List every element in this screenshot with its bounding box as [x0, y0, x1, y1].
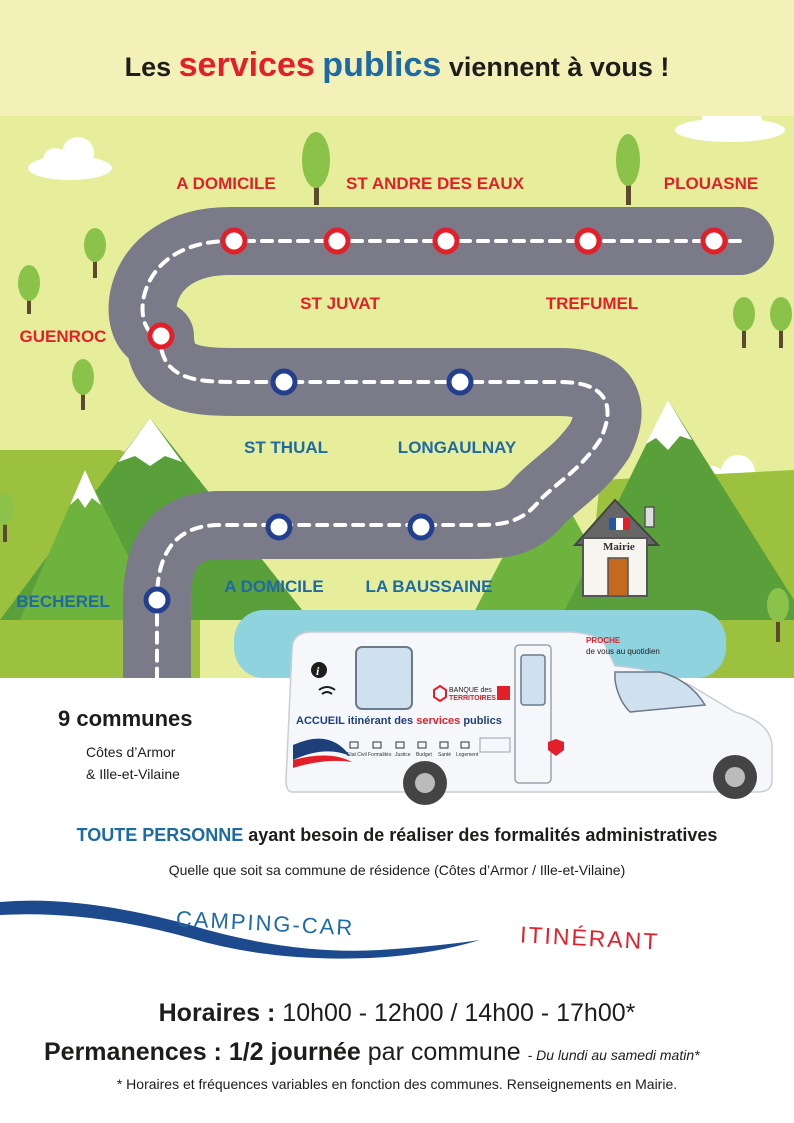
service-label: Etat Civil [347, 752, 367, 758]
hours-line: Horaires : 10h00 - 12h00 / 14h00 - 17h00… [0, 999, 794, 1028]
stop-marker [265, 513, 293, 541]
stop-label-la-baussaine: LA BAUSSAINE [365, 577, 493, 596]
headline-word-rest: viennent à vous ! [448, 52, 670, 82]
stop-markers [143, 227, 728, 614]
camping-car-illustration: i BANQUE des TERRITOIRES ACCUEIL itinéra… [285, 631, 773, 805]
stop-marker [323, 227, 351, 255]
service-label: Santé [438, 752, 451, 758]
permanences-line: Permanences : 1/2 journée par commune - … [44, 1038, 700, 1067]
stop-marker [446, 368, 474, 396]
target-text: ayant besoin de réaliser des formalités … [248, 825, 718, 845]
service-label: Budget [416, 752, 432, 758]
stop-marker [574, 227, 602, 255]
mairie-house-icon [572, 498, 661, 597]
info-icon [311, 662, 327, 678]
snow-cap [70, 470, 101, 508]
vent-grille [479, 737, 511, 753]
stop-label-becherel: BECHEREL [16, 592, 110, 611]
stop-marker [147, 322, 175, 350]
permanences-duration: 1/2 journée [228, 1038, 361, 1066]
itinerant-label: ITINÉRANT [519, 921, 661, 955]
wheel-icon [713, 755, 757, 799]
tree-icon [18, 265, 40, 314]
header-band [0, 0, 794, 116]
stop-label-longaulnay: LONGAULNAY [397, 438, 517, 457]
bank-line2: TERRITOIRES [449, 695, 496, 702]
stop-marker [220, 227, 248, 255]
bank-logo-icon [433, 684, 447, 703]
hours-label: Horaires : [158, 999, 276, 1027]
headline-word-services: services [178, 46, 315, 84]
stop-label-trefumel: TREFUMEL [545, 294, 639, 313]
wave-decoration [0, 900, 480, 959]
stop-label-st-andre-des-eaux: ST ANDRE DES EAUX [346, 174, 524, 193]
cloud-icon [675, 116, 785, 142]
tree-icon [770, 297, 792, 348]
camper-swoosh [293, 755, 352, 768]
residence-note: Quelle que soit sa commune de résidence … [168, 862, 626, 878]
stop-label-st-juvat: ST JUVAT [300, 294, 380, 313]
cloud-icon [28, 137, 112, 180]
service-label: Logement [456, 752, 479, 758]
stop-marker [700, 227, 728, 255]
footnote: * Horaires et fréquences variables en fo… [116, 1076, 678, 1092]
camper-door-window [520, 654, 546, 706]
communes-count: 9 communes [58, 706, 193, 731]
tree-icon [767, 588, 789, 642]
snow-cap [646, 400, 692, 450]
stop-label-guenroc: GUENROC [19, 327, 107, 346]
bank-logo-square [497, 686, 510, 700]
wave-shape [0, 900, 480, 959]
camper-windshield [614, 671, 707, 713]
snow-cap [118, 418, 182, 466]
road-path [108, 207, 774, 678]
service-icons-row: Etat Civil Formalités Justice Budget San… [347, 741, 479, 758]
stop-marker [270, 368, 298, 396]
permanences-value: par commune [367, 1038, 521, 1066]
proche-sub-label: de vous au quotidien [586, 647, 660, 656]
camper-banner: ACCUEIL itinérant des services publics [296, 715, 502, 727]
tree-icon [733, 297, 755, 348]
target-highlight: TOUTE PERSONNE [76, 825, 244, 845]
mairie-label: Mairie [603, 541, 635, 553]
wifi-icon [318, 686, 336, 695]
tree-icon [0, 493, 14, 542]
region-line-1: Côtes d’Armor [86, 744, 176, 760]
region-line-2: & Ille-et-Vilaine [86, 766, 180, 782]
service-label: Justice [395, 752, 411, 758]
proche-label: PROCHE [586, 636, 621, 645]
page-title: Les services publics viennent à vous ! [0, 46, 794, 85]
stop-marker [143, 586, 171, 614]
service-label: Formalités [368, 752, 392, 758]
hours-value: 10h00 - 12h00 / 14h00 - 17h00* [282, 999, 636, 1027]
permanences-label: Permanences : [44, 1038, 222, 1066]
route-map-illustration [0, 116, 794, 678]
stop-marker [432, 227, 460, 255]
stop-label-a-domicile-2: A DOMICILE [224, 577, 324, 596]
bank-line1: BANQUE des [449, 687, 492, 694]
info-icon-glyph: i [316, 664, 320, 678]
headline-word-publics: publics [322, 46, 442, 84]
stop-label-a-domicile-1: A DOMICILE [176, 174, 276, 193]
wheel-icon [403, 761, 447, 805]
camper-door [514, 644, 552, 784]
stop-label-plouasne: PLOUASNE [663, 174, 759, 193]
coat-of-arms-icon [548, 739, 564, 756]
permanences-note: - Du lundi au samedi matin* [527, 1047, 700, 1063]
tree-icon [84, 228, 106, 278]
camper-window [355, 646, 413, 710]
tree-icon [72, 359, 94, 410]
stop-marker [407, 513, 435, 541]
target-audience: TOUTE PERSONNE ayant besoin de réaliser … [0, 825, 794, 846]
stop-label-st-thual: ST THUAL [243, 438, 329, 457]
tree-icon [616, 134, 640, 205]
tree-icon [302, 132, 330, 205]
camper-swoosh [293, 738, 350, 760]
headline-word-les: Les [124, 52, 172, 82]
